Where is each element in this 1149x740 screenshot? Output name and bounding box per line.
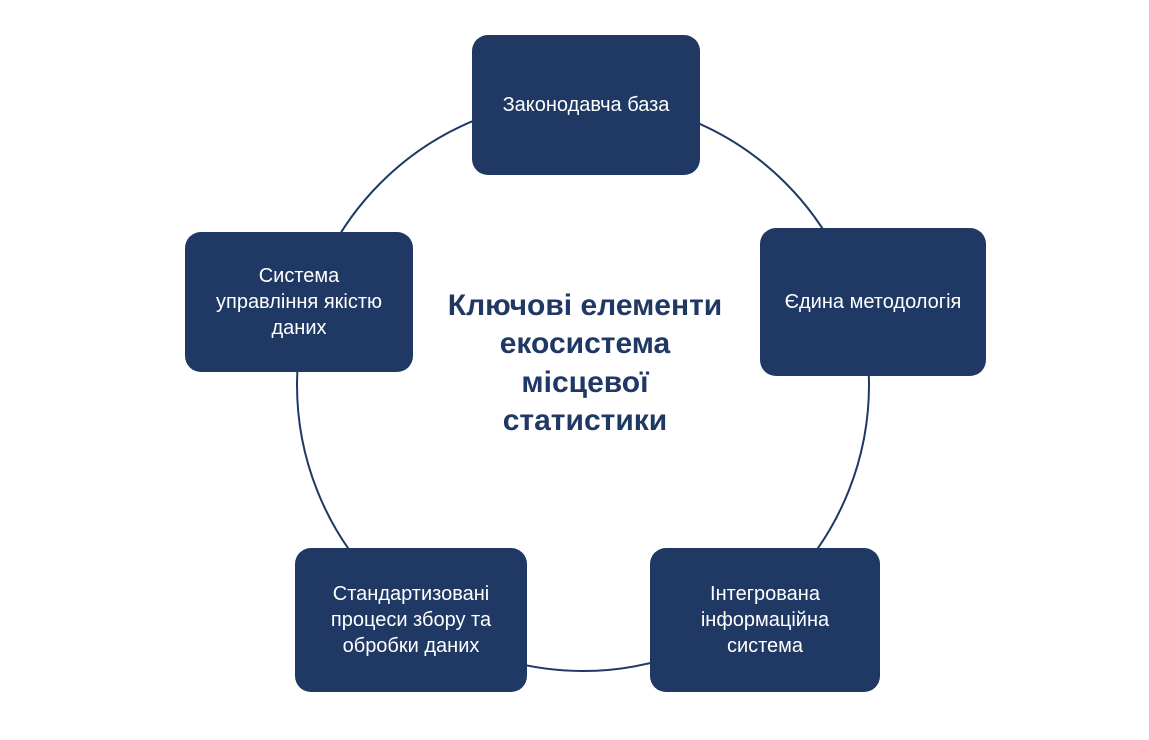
node-data-quality-management: Система управління якістю даних xyxy=(185,232,413,372)
node-standardized-processes: Стандартизовані процеси збору та обробки… xyxy=(295,548,527,692)
node-label: Стандартизовані процеси збору та обробки… xyxy=(330,583,492,657)
diagram-title-line: екосистема xyxy=(499,327,671,361)
node-label: Законодавча база xyxy=(502,94,670,116)
node-integrated-information-system: Інтегрована інформаційна система xyxy=(650,548,880,692)
node-legislative-base: Законодавча база xyxy=(472,35,700,175)
diagram-title-line: Ключові елементи xyxy=(447,289,723,322)
node-label: Інтегрована інформаційна система xyxy=(700,583,830,657)
node-unified-methodology: Єдина методологія xyxy=(760,228,986,376)
diagram-title-line: місцевої xyxy=(521,365,649,399)
diagram-title: Ключові елементи екосистема місцевої ста… xyxy=(425,287,745,441)
node-label: Система управління якістю даних xyxy=(215,265,382,339)
node-label: Єдина методологія xyxy=(784,291,962,313)
diagram-title-line: статистики xyxy=(502,404,668,438)
